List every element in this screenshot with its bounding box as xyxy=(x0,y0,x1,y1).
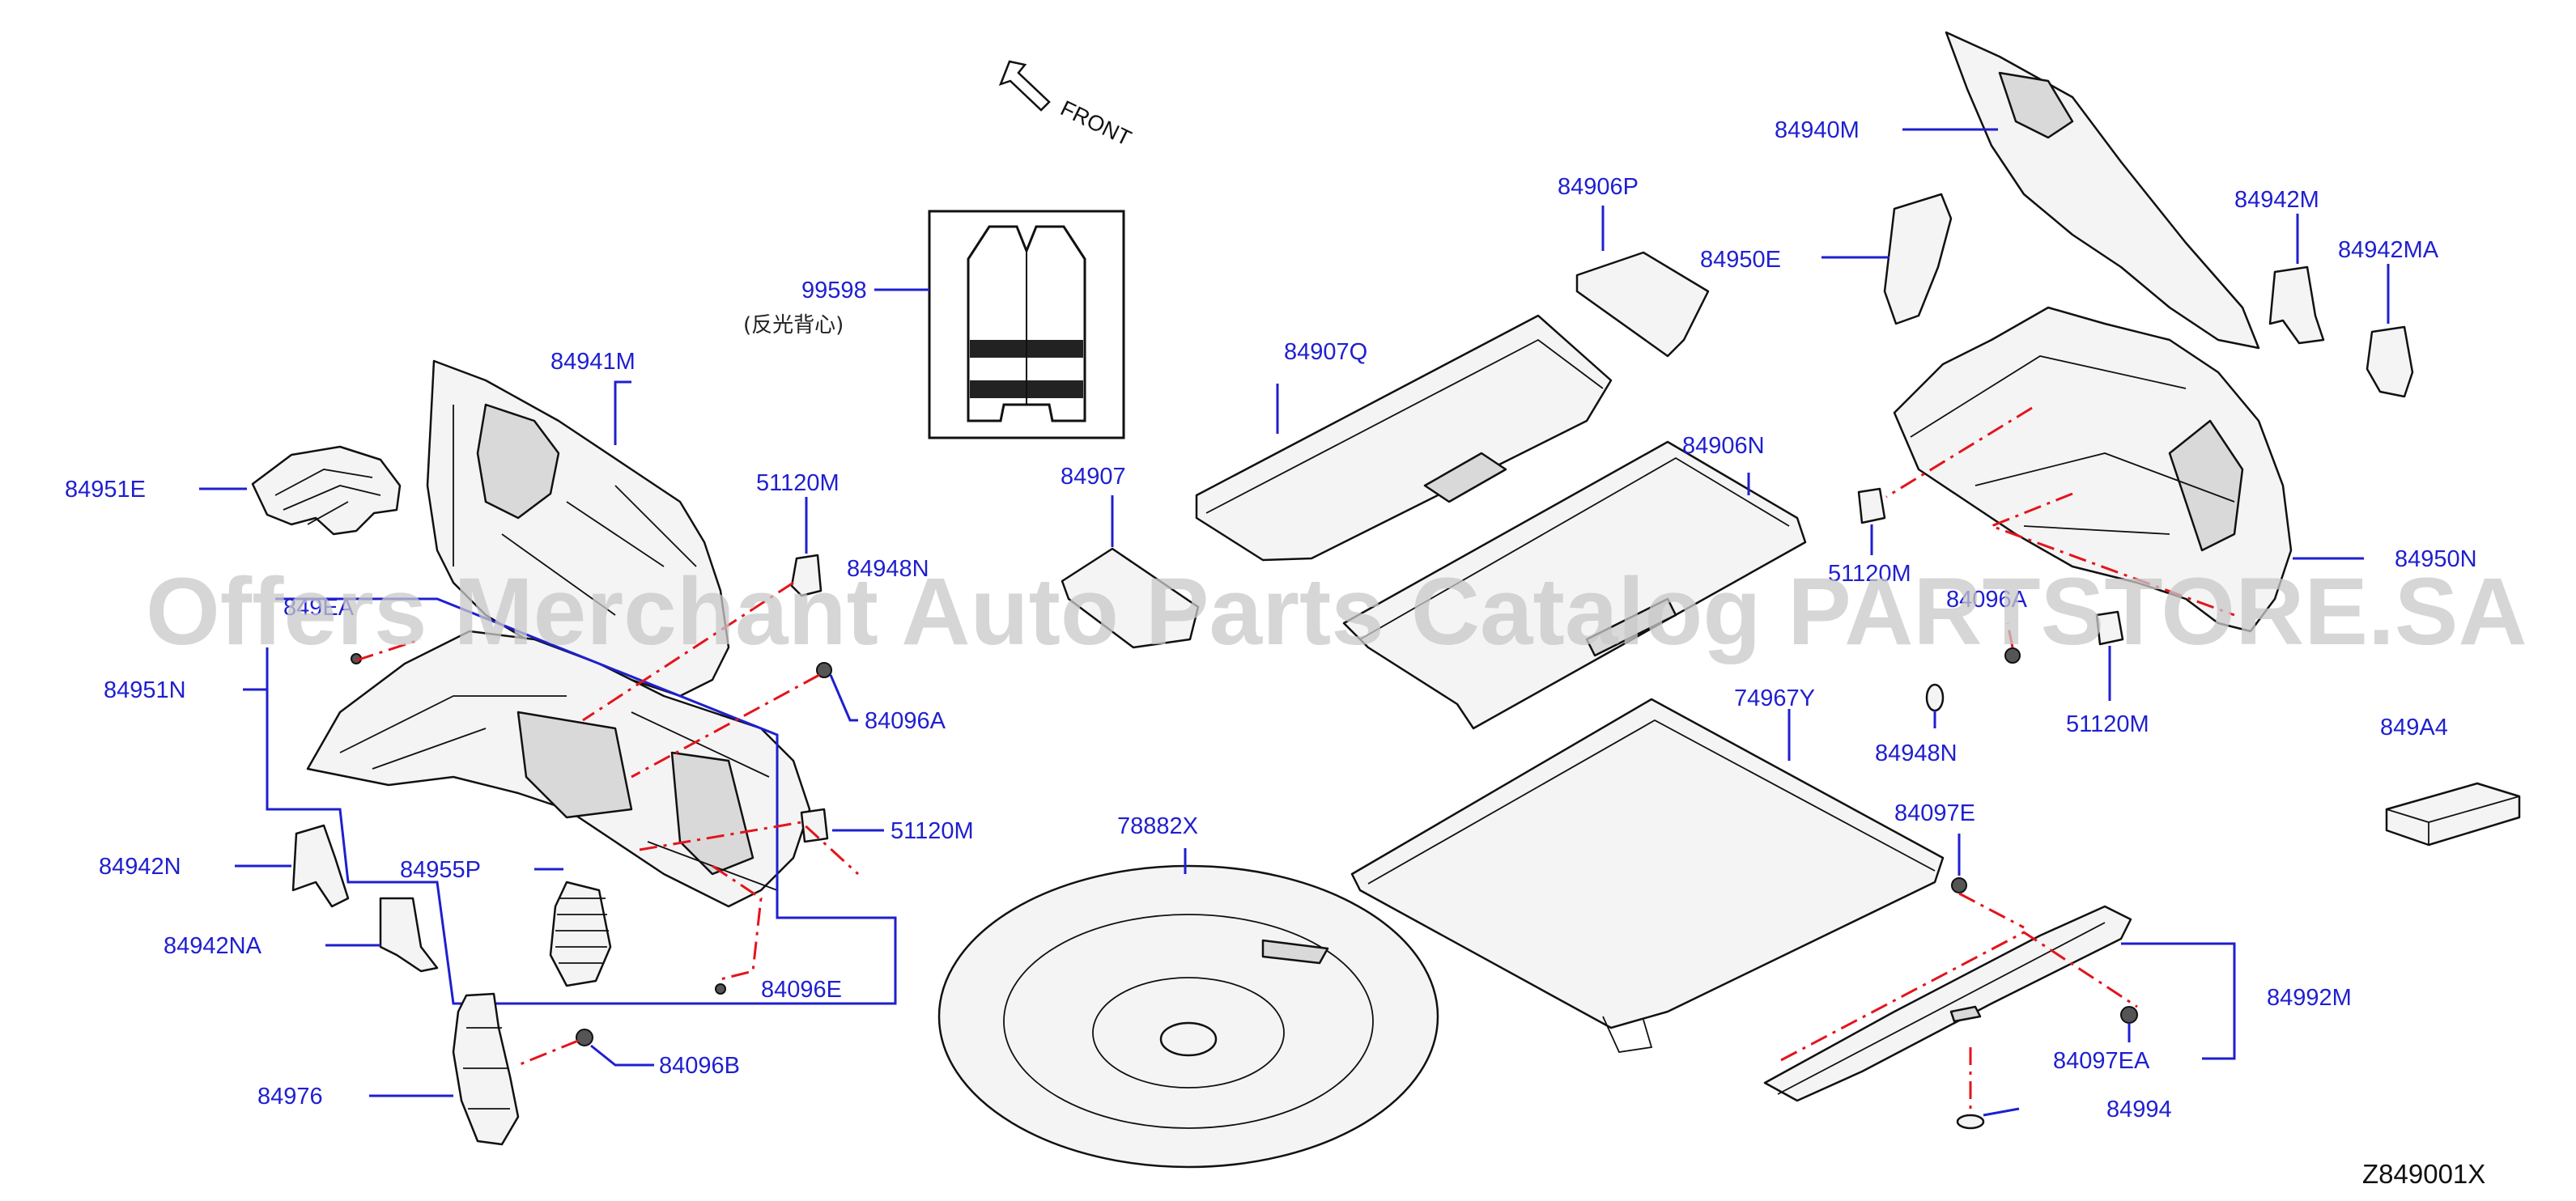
leader-84992M xyxy=(2121,942,2236,1060)
part-84907Q[interactable] xyxy=(1195,314,1613,562)
label-84096A-b[interactable]: 84096A xyxy=(1946,587,2028,613)
label-84992M[interactable]: 84992M xyxy=(2267,985,2352,1011)
part-84096E[interactable] xyxy=(715,983,726,995)
part-84948N-b[interactable] xyxy=(1925,683,1945,712)
reflective-vest-part[interactable] xyxy=(928,210,1125,439)
leader-84096B xyxy=(590,1044,654,1067)
part-78882X[interactable] xyxy=(937,864,1439,1169)
leader-84096A-a xyxy=(829,674,858,722)
part-84940M[interactable] xyxy=(1945,31,2260,350)
part-74967Y[interactable] xyxy=(1350,698,1945,1053)
label-84948N-b[interactable]: 84948N xyxy=(1875,741,1958,766)
label-84976[interactable]: 84976 xyxy=(257,1084,323,1110)
part-84994[interactable] xyxy=(1956,1114,1985,1130)
vest-note: (反光背心) xyxy=(743,313,844,337)
leader-84994 xyxy=(1983,1107,2020,1117)
label-51120M-c[interactable]: 51120M xyxy=(1828,561,1911,587)
label-84906N[interactable]: 84906N xyxy=(1682,433,1765,459)
part-84906N[interactable] xyxy=(1342,440,1807,730)
label-84942N[interactable]: 84942N xyxy=(99,854,181,880)
label-74967Y[interactable]: 74967Y xyxy=(1734,685,1815,711)
label-84951E[interactable]: 84951E xyxy=(65,477,146,503)
part-84096B[interactable] xyxy=(576,1029,593,1046)
part-84951E[interactable] xyxy=(251,445,402,536)
label-84942NA[interactable]: 84942NA xyxy=(164,933,262,959)
part-51120M-c[interactable] xyxy=(1857,487,1886,524)
part-84992M[interactable] xyxy=(1763,905,2132,1102)
label-84941M[interactable]: 84941M xyxy=(550,349,635,375)
label-84096E[interactable]: 84096E xyxy=(761,977,842,1003)
part-84097EA[interactable] xyxy=(2120,1006,2138,1024)
front-label: FRONT xyxy=(1056,95,1135,151)
part-51120M-a[interactable] xyxy=(790,554,823,597)
diagram-code: Z849001X xyxy=(2362,1159,2485,1189)
part-84907[interactable] xyxy=(1061,547,1200,649)
part-84950E[interactable] xyxy=(1883,193,1953,325)
front-arrow-icon xyxy=(998,60,1051,112)
part-84950N[interactable] xyxy=(1893,306,2293,633)
label-84907Q[interactable]: 84907Q xyxy=(1284,339,1367,365)
part-84955P[interactable] xyxy=(549,881,612,987)
part-84097E[interactable] xyxy=(1951,877,1967,893)
part-84942N[interactable] xyxy=(291,824,350,908)
label-84097E[interactable]: 84097E xyxy=(1894,800,1975,826)
label-84907[interactable]: 84907 xyxy=(1061,464,1126,490)
leader-84941M xyxy=(614,380,631,445)
part-84942M[interactable] xyxy=(2268,265,2325,345)
watermark-text: Offers Merchant Auto Parts Catalog PARTS… xyxy=(146,558,2527,665)
label-84994[interactable]: 84994 xyxy=(2106,1097,2172,1122)
label-84942MA[interactable]: 84942MA xyxy=(2338,237,2439,263)
label-84951N[interactable]: 84951N xyxy=(104,677,186,703)
part-84951N[interactable] xyxy=(306,630,811,908)
label-84942M[interactable]: 84942M xyxy=(2234,187,2319,213)
part-84906P[interactable] xyxy=(1575,251,1710,358)
label-51120M-d[interactable]: 51120M xyxy=(2066,711,2149,737)
part-84096A-a[interactable] xyxy=(816,662,832,678)
part-51120M-b[interactable] xyxy=(800,808,829,843)
label-84096A-a[interactable]: 84096A xyxy=(865,708,946,734)
part-84941M[interactable] xyxy=(426,359,730,698)
label-84955P[interactable]: 84955P xyxy=(400,857,481,883)
label-849EA[interactable]: 849EA xyxy=(283,595,355,621)
label-84940M[interactable]: 84940M xyxy=(1775,117,1860,143)
label-84950N[interactable]: 84950N xyxy=(2395,546,2477,572)
label-51120M-a[interactable]: 51120M xyxy=(756,470,840,496)
label-78882X[interactable]: 78882X xyxy=(1117,813,1198,839)
leader-84951N xyxy=(266,597,897,1005)
label-849A4[interactable]: 849A4 xyxy=(2380,715,2448,741)
label-84097EA[interactable]: 84097EA xyxy=(2053,1048,2150,1074)
part-84942NA[interactable] xyxy=(379,897,439,973)
part-84976[interactable] xyxy=(452,992,520,1146)
label-84096B[interactable]: 84096B xyxy=(659,1053,740,1079)
label-84948N-a[interactable]: 84948N xyxy=(847,556,929,582)
label-51120M-b[interactable]: 51120M xyxy=(891,818,974,844)
part-84942MA[interactable] xyxy=(2366,325,2414,398)
part-51120M-d[interactable] xyxy=(2095,610,2124,646)
part-849A4[interactable] xyxy=(2385,782,2521,847)
label-84950E[interactable]: 84950E xyxy=(1700,247,1781,273)
label-84906P[interactable]: 84906P xyxy=(1558,174,1639,200)
label-99598[interactable]: 99598 xyxy=(801,278,867,303)
part-84096A-b[interactable] xyxy=(2004,647,2021,664)
